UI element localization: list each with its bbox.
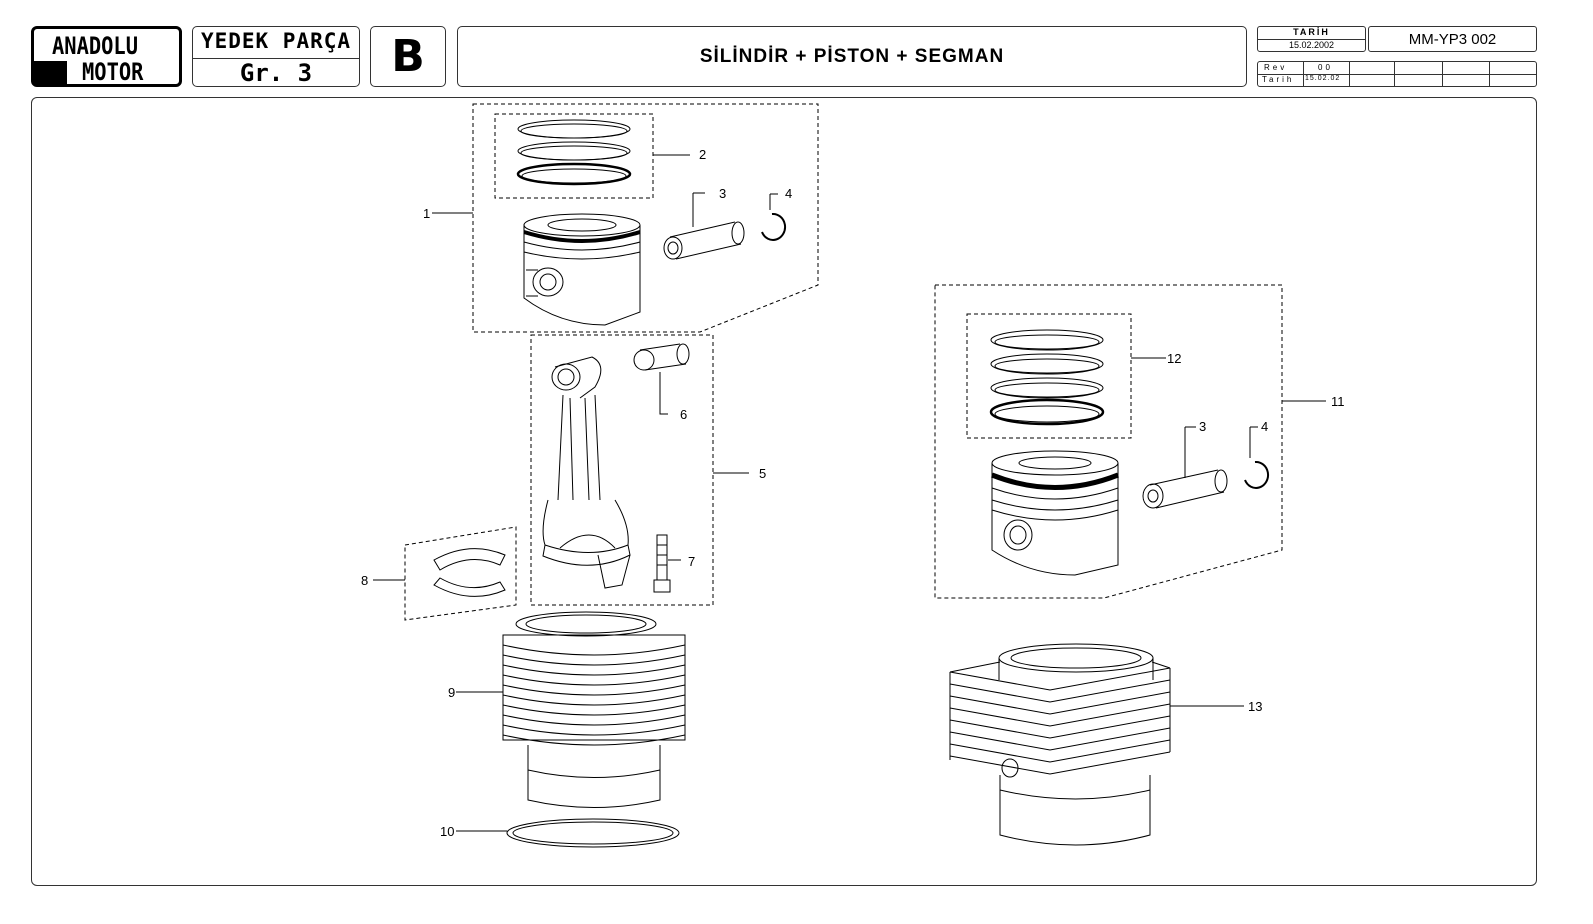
connecting-rod xyxy=(542,356,631,589)
group-12-outline xyxy=(966,313,1132,439)
group-8-outline xyxy=(404,526,517,621)
title-box: SİLİNDİR + PİSTON + SEGMAN xyxy=(457,26,1247,87)
doc-code-box: MM-YP3 002 xyxy=(1368,26,1537,52)
date-label: TARİH xyxy=(1293,27,1330,37)
piston-pin-2 xyxy=(1142,469,1228,509)
callout-8: 8 xyxy=(361,573,368,588)
callout-5: 5 xyxy=(759,466,766,481)
rev-value: 00 xyxy=(1318,63,1333,72)
date-value: 15.02.2002 xyxy=(1288,40,1335,50)
callout-10: 10 xyxy=(440,824,454,839)
group-5-outline xyxy=(530,334,714,606)
callout-1: 1 xyxy=(423,206,430,221)
drawing-frame xyxy=(31,97,1537,886)
conrod-bearing xyxy=(433,548,506,597)
group-1-outline xyxy=(472,103,819,333)
conrod-bolt xyxy=(653,534,671,593)
piston-1 xyxy=(523,213,641,326)
rev-date-value: 15.02.02 xyxy=(1305,75,1341,82)
piston-rings-2 xyxy=(989,329,1105,426)
brand-logo: ANADOLU MOTOR xyxy=(31,26,182,87)
callout-9: 9 xyxy=(448,685,455,700)
cylinder-1 xyxy=(502,611,686,808)
callout-2: 2 xyxy=(699,147,706,162)
small-end-bushing xyxy=(633,343,690,371)
rev-label: Rev xyxy=(1264,63,1288,72)
logo-line-1: ANADOLU xyxy=(52,32,138,60)
cylinder-gasket xyxy=(506,818,680,848)
group-11-outline xyxy=(934,284,1283,599)
logo-block xyxy=(34,61,67,84)
logo-line-2: MOTOR xyxy=(82,58,144,86)
callout-4b: 4 xyxy=(1261,419,1268,434)
callout-6: 6 xyxy=(680,407,687,422)
section-letter-box: B xyxy=(370,26,446,87)
callout-13: 13 xyxy=(1248,699,1262,714)
circlip-1 xyxy=(761,212,786,241)
cylinder-2 xyxy=(949,643,1171,846)
callout-11: 11 xyxy=(1331,394,1345,409)
rev-date-label: Tarih xyxy=(1262,75,1295,84)
group-label: Gr. 3 xyxy=(239,59,313,87)
date-box: TARİH 15.02.2002 xyxy=(1257,26,1366,52)
callout-3b: 3 xyxy=(1199,419,1206,434)
spare-parts-box: YEDEK PARÇA Gr. 3 xyxy=(192,26,360,87)
callout-4: 4 xyxy=(785,186,792,201)
section-letter: B xyxy=(391,31,425,82)
callout-12: 12 xyxy=(1167,351,1181,366)
group-2-outline xyxy=(494,113,654,199)
piston-2 xyxy=(991,450,1119,576)
piston-rings-1 xyxy=(516,119,632,186)
callout-7: 7 xyxy=(688,554,695,569)
page-title: SİLİNDİR + PİSTON + SEGMAN xyxy=(699,46,1005,67)
revision-table: Rev 00 Tarih 15.02.02 xyxy=(1257,61,1537,87)
piston-pin-1 xyxy=(663,221,745,260)
doc-code: MM-YP3 002 xyxy=(1408,31,1497,48)
spare-parts-label: YEDEK PARÇA xyxy=(200,29,352,53)
callout-labels: 1 2 3 4 5 6 7 8 9 10 11 12 3 4 13 xyxy=(361,147,1345,839)
callout-3: 3 xyxy=(719,186,726,201)
circlip-2 xyxy=(1244,460,1269,489)
